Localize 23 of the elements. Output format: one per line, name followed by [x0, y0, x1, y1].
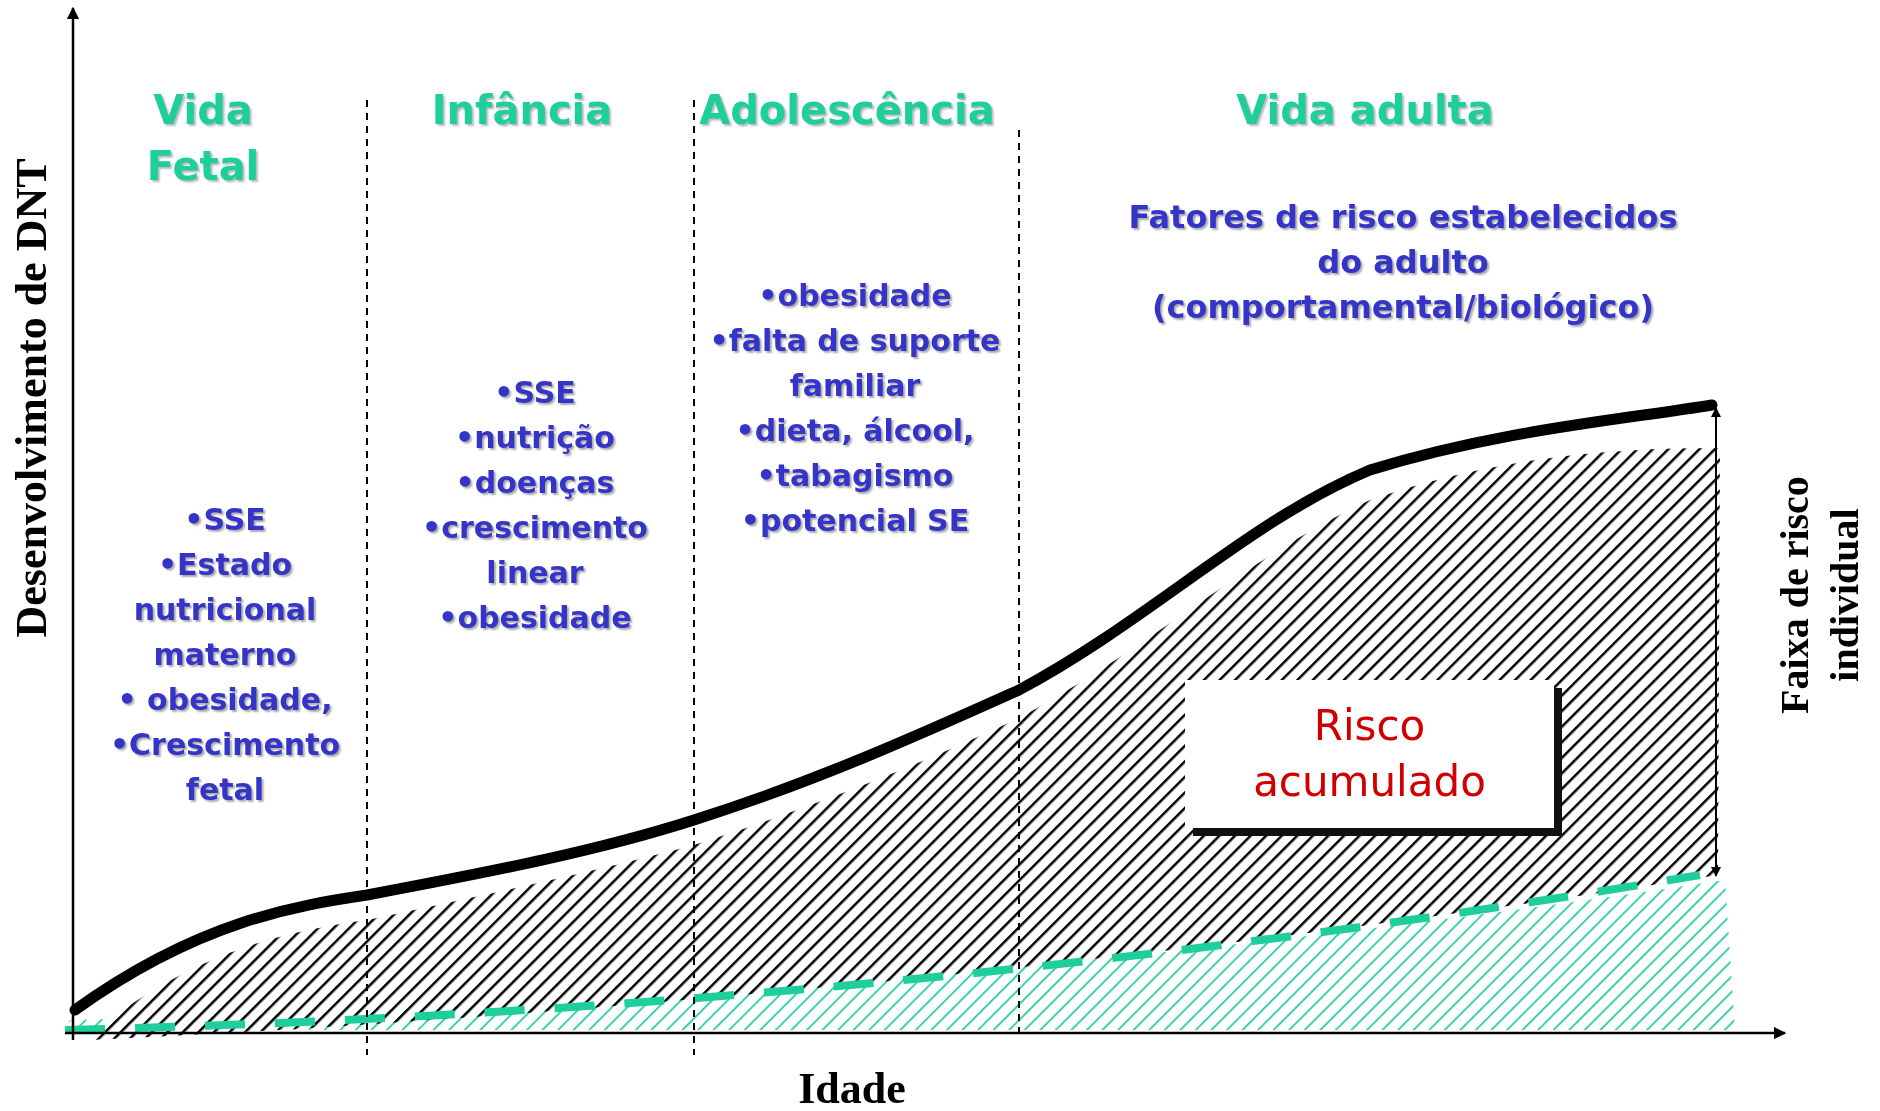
callout-text: Risco acumulado — [1252, 700, 1487, 808]
phase-heading: Vida Fetal — [145, 86, 261, 191]
list-item: •dieta, álcool, — [734, 412, 976, 450]
axis-label: Idade — [797, 1064, 907, 1111]
phase-heading: Vida adulta — [1235, 86, 1495, 135]
list-item: •obesidade — [437, 599, 633, 637]
side-label: Faixa de risco individual — [1771, 475, 1868, 716]
list-item: •falta de suporte familiar — [708, 322, 1002, 405]
list-item: •Estado nutricional materno — [132, 546, 318, 674]
phase-heading: Infância — [430, 86, 614, 135]
risk-factors-text: Fatores de risco estabelecidos do adulto (comportamental/biológico) — [1127, 197, 1679, 328]
list-item: •Crescimento fetal — [108, 726, 342, 809]
list-item: • obesidade, — [116, 681, 334, 719]
list-item: •nutrição — [454, 419, 616, 457]
list-item: •potencial SE — [739, 502, 971, 540]
list-item: •SSE — [493, 374, 577, 412]
list-item: •crescimento linear — [421, 509, 649, 592]
list-item: •obesidade — [757, 277, 953, 315]
list-item: •SSE — [183, 501, 267, 539]
axis-label: Desenvolvimento de DNT — [7, 157, 57, 640]
list-item: •tabagismo — [755, 457, 955, 495]
phase-heading: Adolescência — [698, 86, 996, 135]
list-item: •doenças — [454, 464, 616, 502]
